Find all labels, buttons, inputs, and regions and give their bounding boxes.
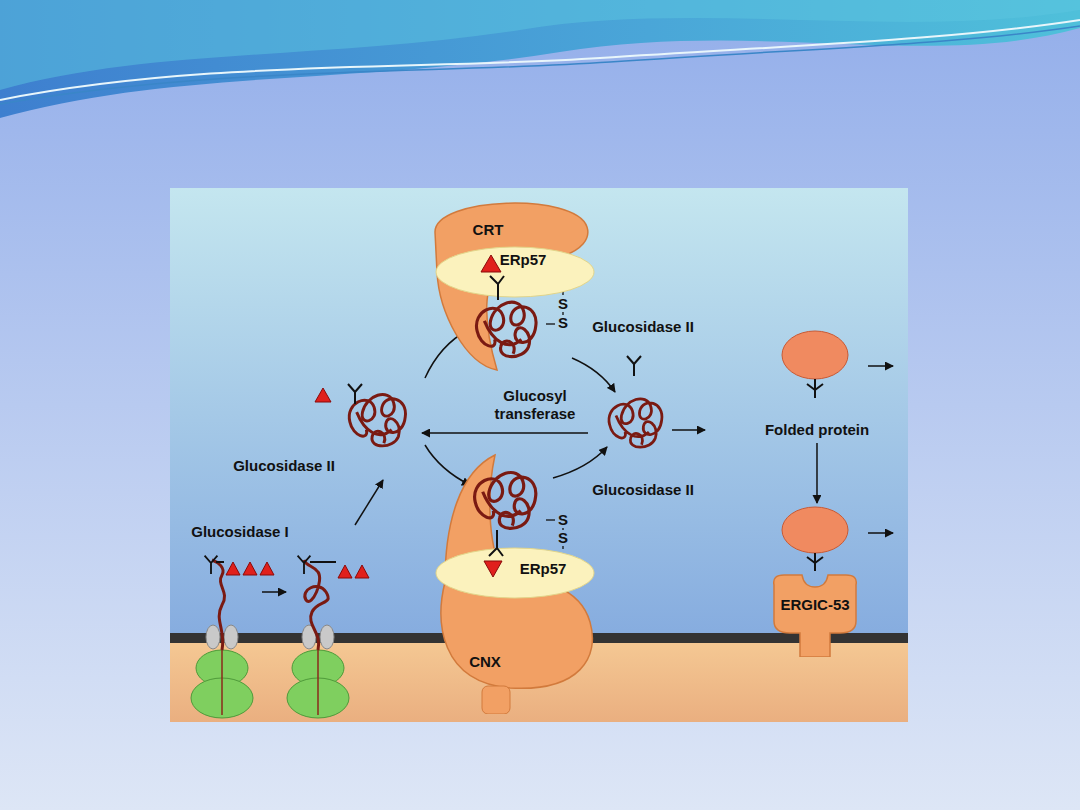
disulfide-label: S [558, 314, 568, 332]
node-outline [435, 547, 595, 599]
node-label: ERp57 [520, 560, 567, 578]
ergic53-receptor: ERGIC-53 [770, 505, 860, 657]
erp57-oxidoreductase: ERp57 [435, 246, 595, 298]
node-label: Folded protein [765, 421, 869, 439]
enzyme-label: Glucosyl transferase [480, 387, 590, 423]
disulfide-label: S [558, 295, 568, 313]
node-label: CNX [469, 653, 501, 671]
disulfide-label: S [558, 511, 568, 529]
flow-arrow [816, 443, 818, 503]
folded-protein-label: Folded protein [761, 419, 873, 441]
erp57-oxidoreductase: ERp57 [435, 547, 595, 599]
enzyme-label: Glucosidase II [592, 481, 694, 499]
enzyme-label: Glucosidase II [592, 318, 694, 336]
node-label: CRT [473, 221, 504, 239]
enzyme-label: Glucosidase I [191, 523, 289, 541]
node-outline [770, 505, 860, 657]
disulfide-label: S [558, 529, 568, 547]
enzyme-label: Glucosidase II [233, 457, 335, 475]
node-label: ERp57 [500, 251, 547, 269]
node-label: ERGIC-53 [780, 596, 849, 614]
